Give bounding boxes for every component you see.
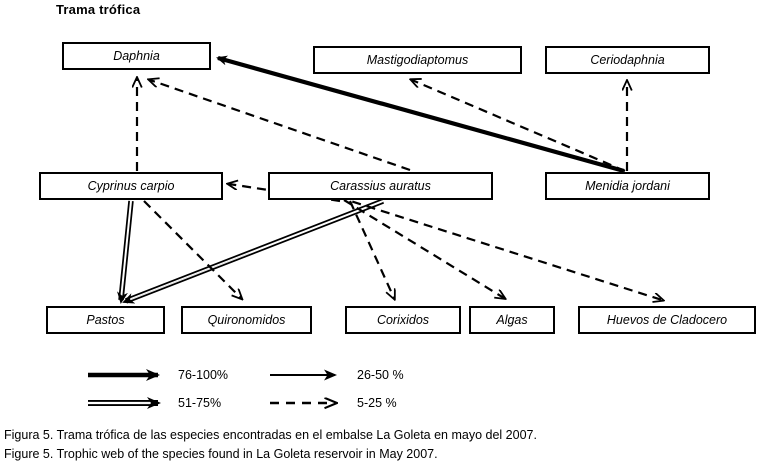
edge-menidia-to-daphnia bbox=[216, 55, 625, 174]
figure-caption-en: Figure 5. Trophic web of the species fou… bbox=[4, 447, 438, 461]
node-quironomidos[interactable]: Quironomidos bbox=[181, 306, 312, 334]
node-ceriodaphnia[interactable]: Ceriodaphnia bbox=[545, 46, 710, 74]
edge-carassius-to-algas bbox=[343, 199, 504, 298]
node-label: Carassius auratus bbox=[330, 178, 431, 193]
node-label: Cyprinus carpio bbox=[87, 178, 175, 193]
edge-carassius-to-corixidos bbox=[348, 200, 394, 298]
edge-carassius-to-huevos bbox=[337, 195, 662, 300]
figure-caption-es: Figura 5. Trama trófica de las especies … bbox=[4, 428, 537, 442]
figure-title: Trama trófica bbox=[56, 2, 141, 17]
legend-label-76-100: 76-100% bbox=[178, 368, 229, 382]
legend: 76-100% 51-75% 26-50 % 5-25 % bbox=[0, 358, 760, 420]
node-cyprinus-carpio[interactable]: Cyprinus carpio bbox=[39, 172, 223, 200]
node-mastigodiaptomus[interactable]: Mastigodiaptomus bbox=[313, 46, 522, 74]
node-label: Mastigodiaptomus bbox=[366, 52, 469, 67]
legend-symbols bbox=[88, 369, 760, 420]
node-menidia-jordani[interactable]: Menidia jordani bbox=[545, 172, 710, 200]
node-label: Daphnia bbox=[113, 48, 160, 63]
edge-menidia-to-mastigodiaptomus bbox=[412, 80, 626, 173]
edge-carassius-to-pastos bbox=[122, 198, 384, 304]
node-label: Ceriodaphnia bbox=[590, 52, 665, 67]
node-label: Quironomidos bbox=[207, 312, 286, 327]
node-carassius-auratus[interactable]: Carassius auratus bbox=[268, 172, 493, 200]
legend-label-5-25: 5-25 % bbox=[357, 396, 397, 410]
node-algas[interactable]: Algas bbox=[469, 306, 555, 334]
node-label: Algas bbox=[496, 312, 528, 327]
node-huevos-de-cladocero[interactable]: Huevos de Cladocero bbox=[578, 306, 756, 334]
edge-cyprinus-to-pastos bbox=[117, 200, 134, 304]
node-daphnia[interactable]: Daphnia bbox=[62, 42, 211, 70]
node-label: Pastos bbox=[86, 312, 125, 327]
node-label: Menidia jordani bbox=[585, 178, 670, 193]
legend-label-51-75: 51-75% bbox=[178, 396, 222, 410]
legend-label-26-50: 26-50 % bbox=[357, 368, 404, 382]
node-label: Huevos de Cladocero bbox=[606, 312, 728, 327]
node-corixidos[interactable]: Corixidos bbox=[345, 306, 461, 334]
edge-carassius-to-daphnia bbox=[150, 80, 411, 172]
node-label: Corixidos bbox=[376, 312, 430, 327]
edge-cyprinus-to-quironomidos bbox=[143, 200, 241, 298]
node-pastos[interactable]: Pastos bbox=[46, 306, 165, 334]
